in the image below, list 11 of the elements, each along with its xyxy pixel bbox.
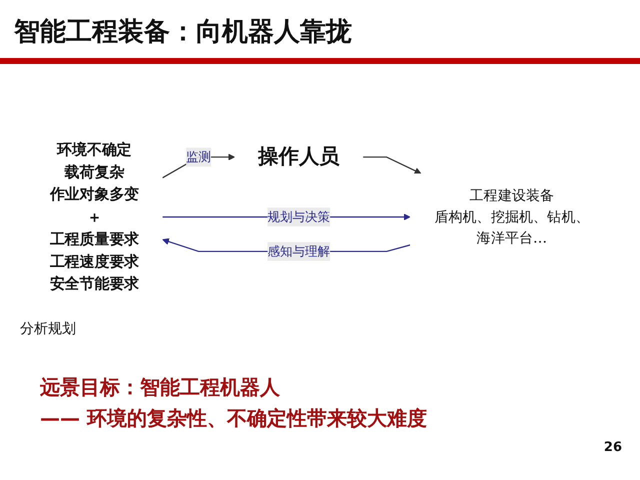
node-text: 环境不确定 载荷复杂 作业对象多变 ＋ 工程质量要求 工程速度要求 安全节能要求 [50,141,140,292]
goal-note: 远景目标：智能工程机器人 [40,374,281,401]
edge-label: 规划与决策 [268,209,330,224]
goal-note: —— 环境的复杂性、不确定性带来较大难度 [40,405,428,432]
node-text: 工程建设装备 盾构机、挖掘机、钻机、海洋平台… [434,188,590,246]
page-number: 26 [604,440,622,455]
edge-label: 感知与理解 [268,244,330,259]
bracket-label: 分析规划 [20,320,76,338]
slide-title: 智能工程装备：向机器人靠拢 [14,16,352,49]
arrow [363,156,422,174]
edge-label: 监测 [186,149,212,164]
